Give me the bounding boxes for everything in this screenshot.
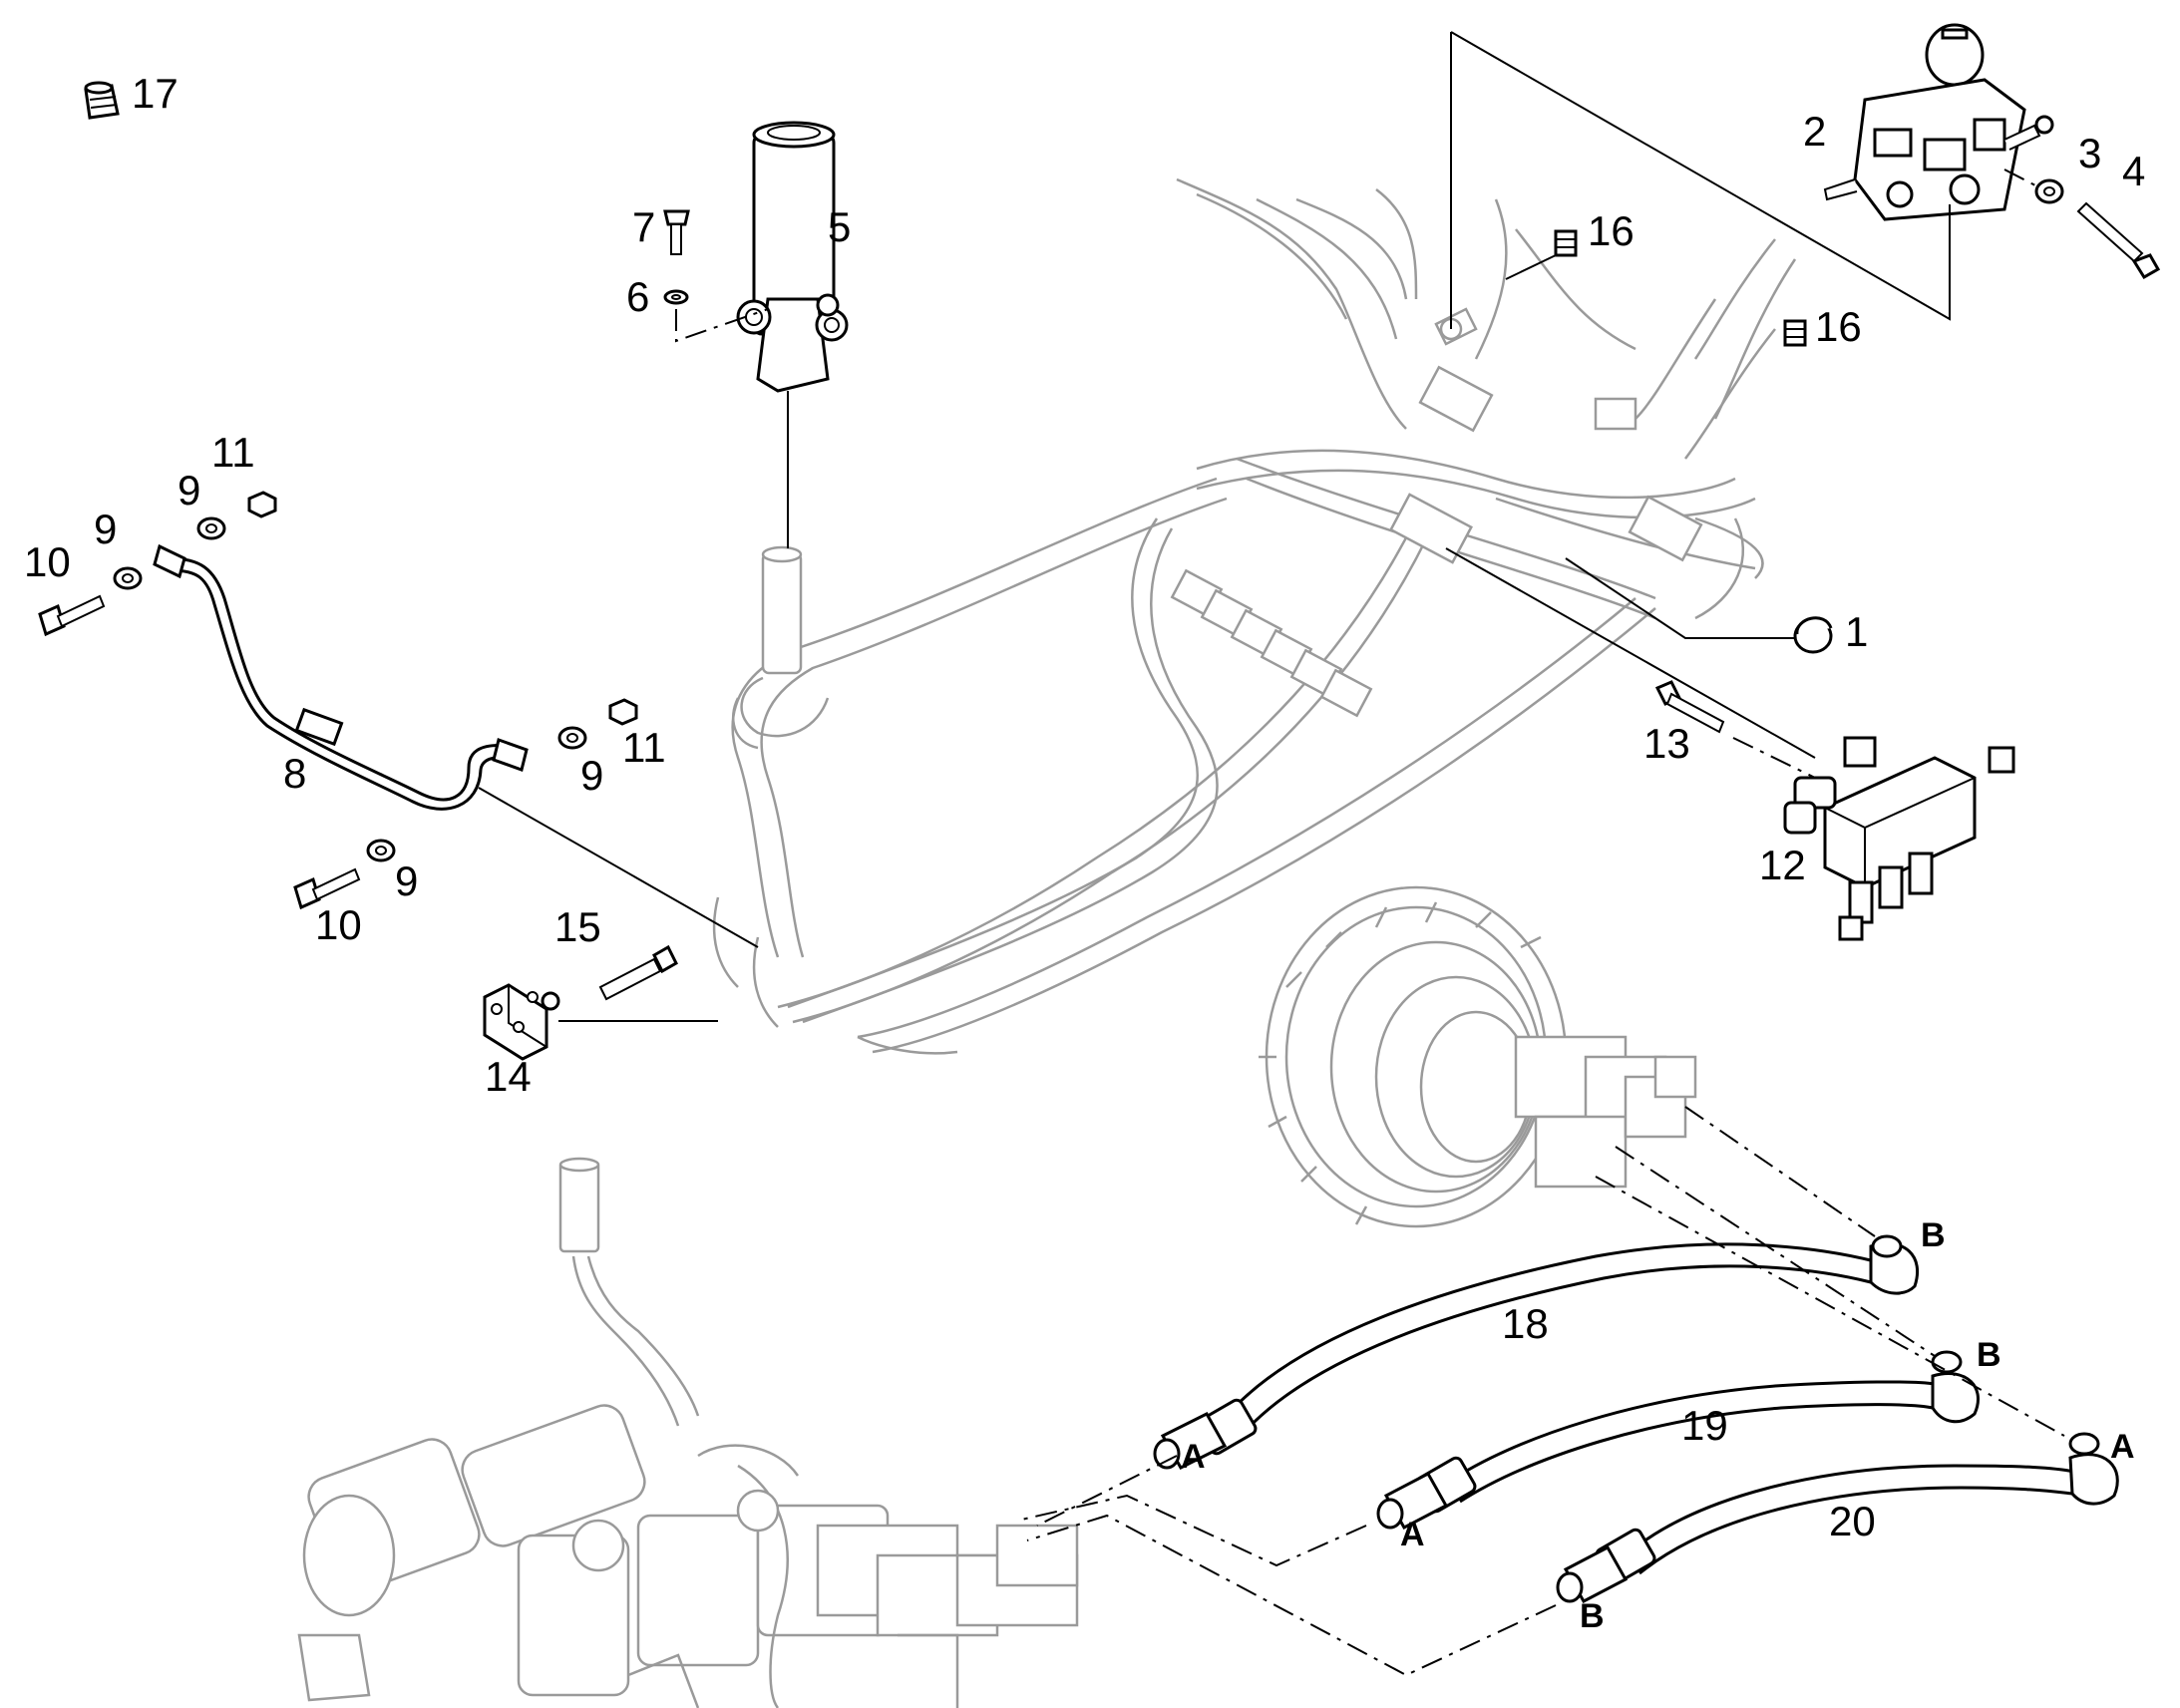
port-20-a: A: [2110, 1428, 2135, 1466]
hose-20: [1556, 1432, 2119, 1604]
hose-19: [1376, 1350, 1980, 1531]
leader-2-3-4: [2003, 169, 2040, 188]
leader-12-harness: [1445, 547, 1816, 759]
travel-motor-assembly: [1259, 885, 1697, 1228]
callout-9-lower: 9: [395, 857, 418, 904]
part-13-bolt: [1654, 680, 1725, 734]
port-labels: A B A B A B: [1181, 1216, 2135, 1635]
hose-leader-lines: [1016, 1106, 2065, 1677]
callout-20: 20: [1829, 1498, 1876, 1544]
part-4-bolt: [2076, 201, 2161, 280]
callout-10-upper: 10: [24, 538, 71, 585]
callout-12: 12: [1759, 842, 1806, 888]
callout-1: 1: [1845, 608, 1868, 655]
part-15-bolt: [598, 944, 678, 1001]
callout-labels: 1 2 3 4 5 6 7 8 9 9 9 9 10 10 11 11 12 1…: [24, 70, 2145, 1544]
part-10-bolt-upper: [38, 594, 106, 637]
callout-9-upper-mid: 9: [178, 467, 200, 513]
leader-6-7: [675, 308, 769, 343]
callout-13: 13: [1643, 720, 1690, 767]
part-9-washer-b: [196, 516, 226, 540]
port-19-a: A: [1400, 1516, 1425, 1553]
port-18-b: B: [1921, 1216, 1946, 1254]
callout-11-lower: 11: [622, 724, 666, 771]
callout-16-upper: 16: [1588, 207, 1635, 254]
engine-assembly: [297, 1157, 1079, 1708]
part-10-bolt-lower: [293, 867, 361, 910]
callout-19: 19: [1681, 1402, 1728, 1449]
callout-14: 14: [485, 1053, 532, 1100]
leader-2-frame: [1450, 31, 1951, 321]
callout-11-upper: 11: [211, 429, 255, 476]
callout-4: 4: [2122, 148, 2145, 194]
callout-18: 18: [1502, 1300, 1549, 1347]
leader-1: [1565, 557, 1795, 639]
callout-17: 17: [132, 70, 179, 117]
callout-6: 6: [626, 273, 649, 320]
part-12-manifold: [1783, 736, 2015, 941]
part-14-block: [483, 983, 560, 1061]
part-16-plug-lower: [1783, 319, 1807, 347]
hose-18: [1153, 1234, 1920, 1470]
callout-9-right: 9: [580, 752, 603, 799]
part-16-plug-upper: [1505, 229, 1578, 280]
part-5-cylinder: [736, 121, 849, 548]
part-6-washer: [663, 289, 689, 305]
leader-8-to-harness: [478, 787, 759, 948]
port-20-b: B: [1580, 1597, 1605, 1635]
port-18-a: A: [1181, 1438, 1206, 1476]
callout-2: 2: [1803, 108, 1826, 155]
part-11-nut-upper: [247, 491, 277, 518]
callout-15: 15: [554, 903, 601, 950]
callout-9-upper-left: 9: [94, 506, 117, 552]
part-1-clamp: [1793, 616, 1833, 654]
part-7-bolt: [663, 209, 690, 255]
callout-5: 5: [828, 203, 851, 250]
callout-7: 7: [632, 203, 655, 250]
port-19-b: B: [1977, 1336, 2001, 1374]
part-2-valve-block: [1823, 23, 2054, 221]
hose-harness-assembly: [712, 177, 1797, 1055]
callout-3: 3: [2078, 130, 2101, 176]
part-9-washer-d: [366, 839, 396, 862]
part-9-washer-a: [113, 566, 143, 590]
part-11-nut-lower: [608, 698, 638, 726]
part-9-washer-c: [557, 726, 587, 750]
callout-8: 8: [283, 750, 306, 797]
callout-10-lower: 10: [315, 901, 362, 948]
leader-13: [1732, 737, 1816, 779]
callout-16-lower: 16: [1815, 303, 1862, 350]
part-3-washer: [2034, 178, 2064, 204]
part-8-tube: [153, 543, 529, 811]
part-17-cap: [84, 81, 120, 120]
